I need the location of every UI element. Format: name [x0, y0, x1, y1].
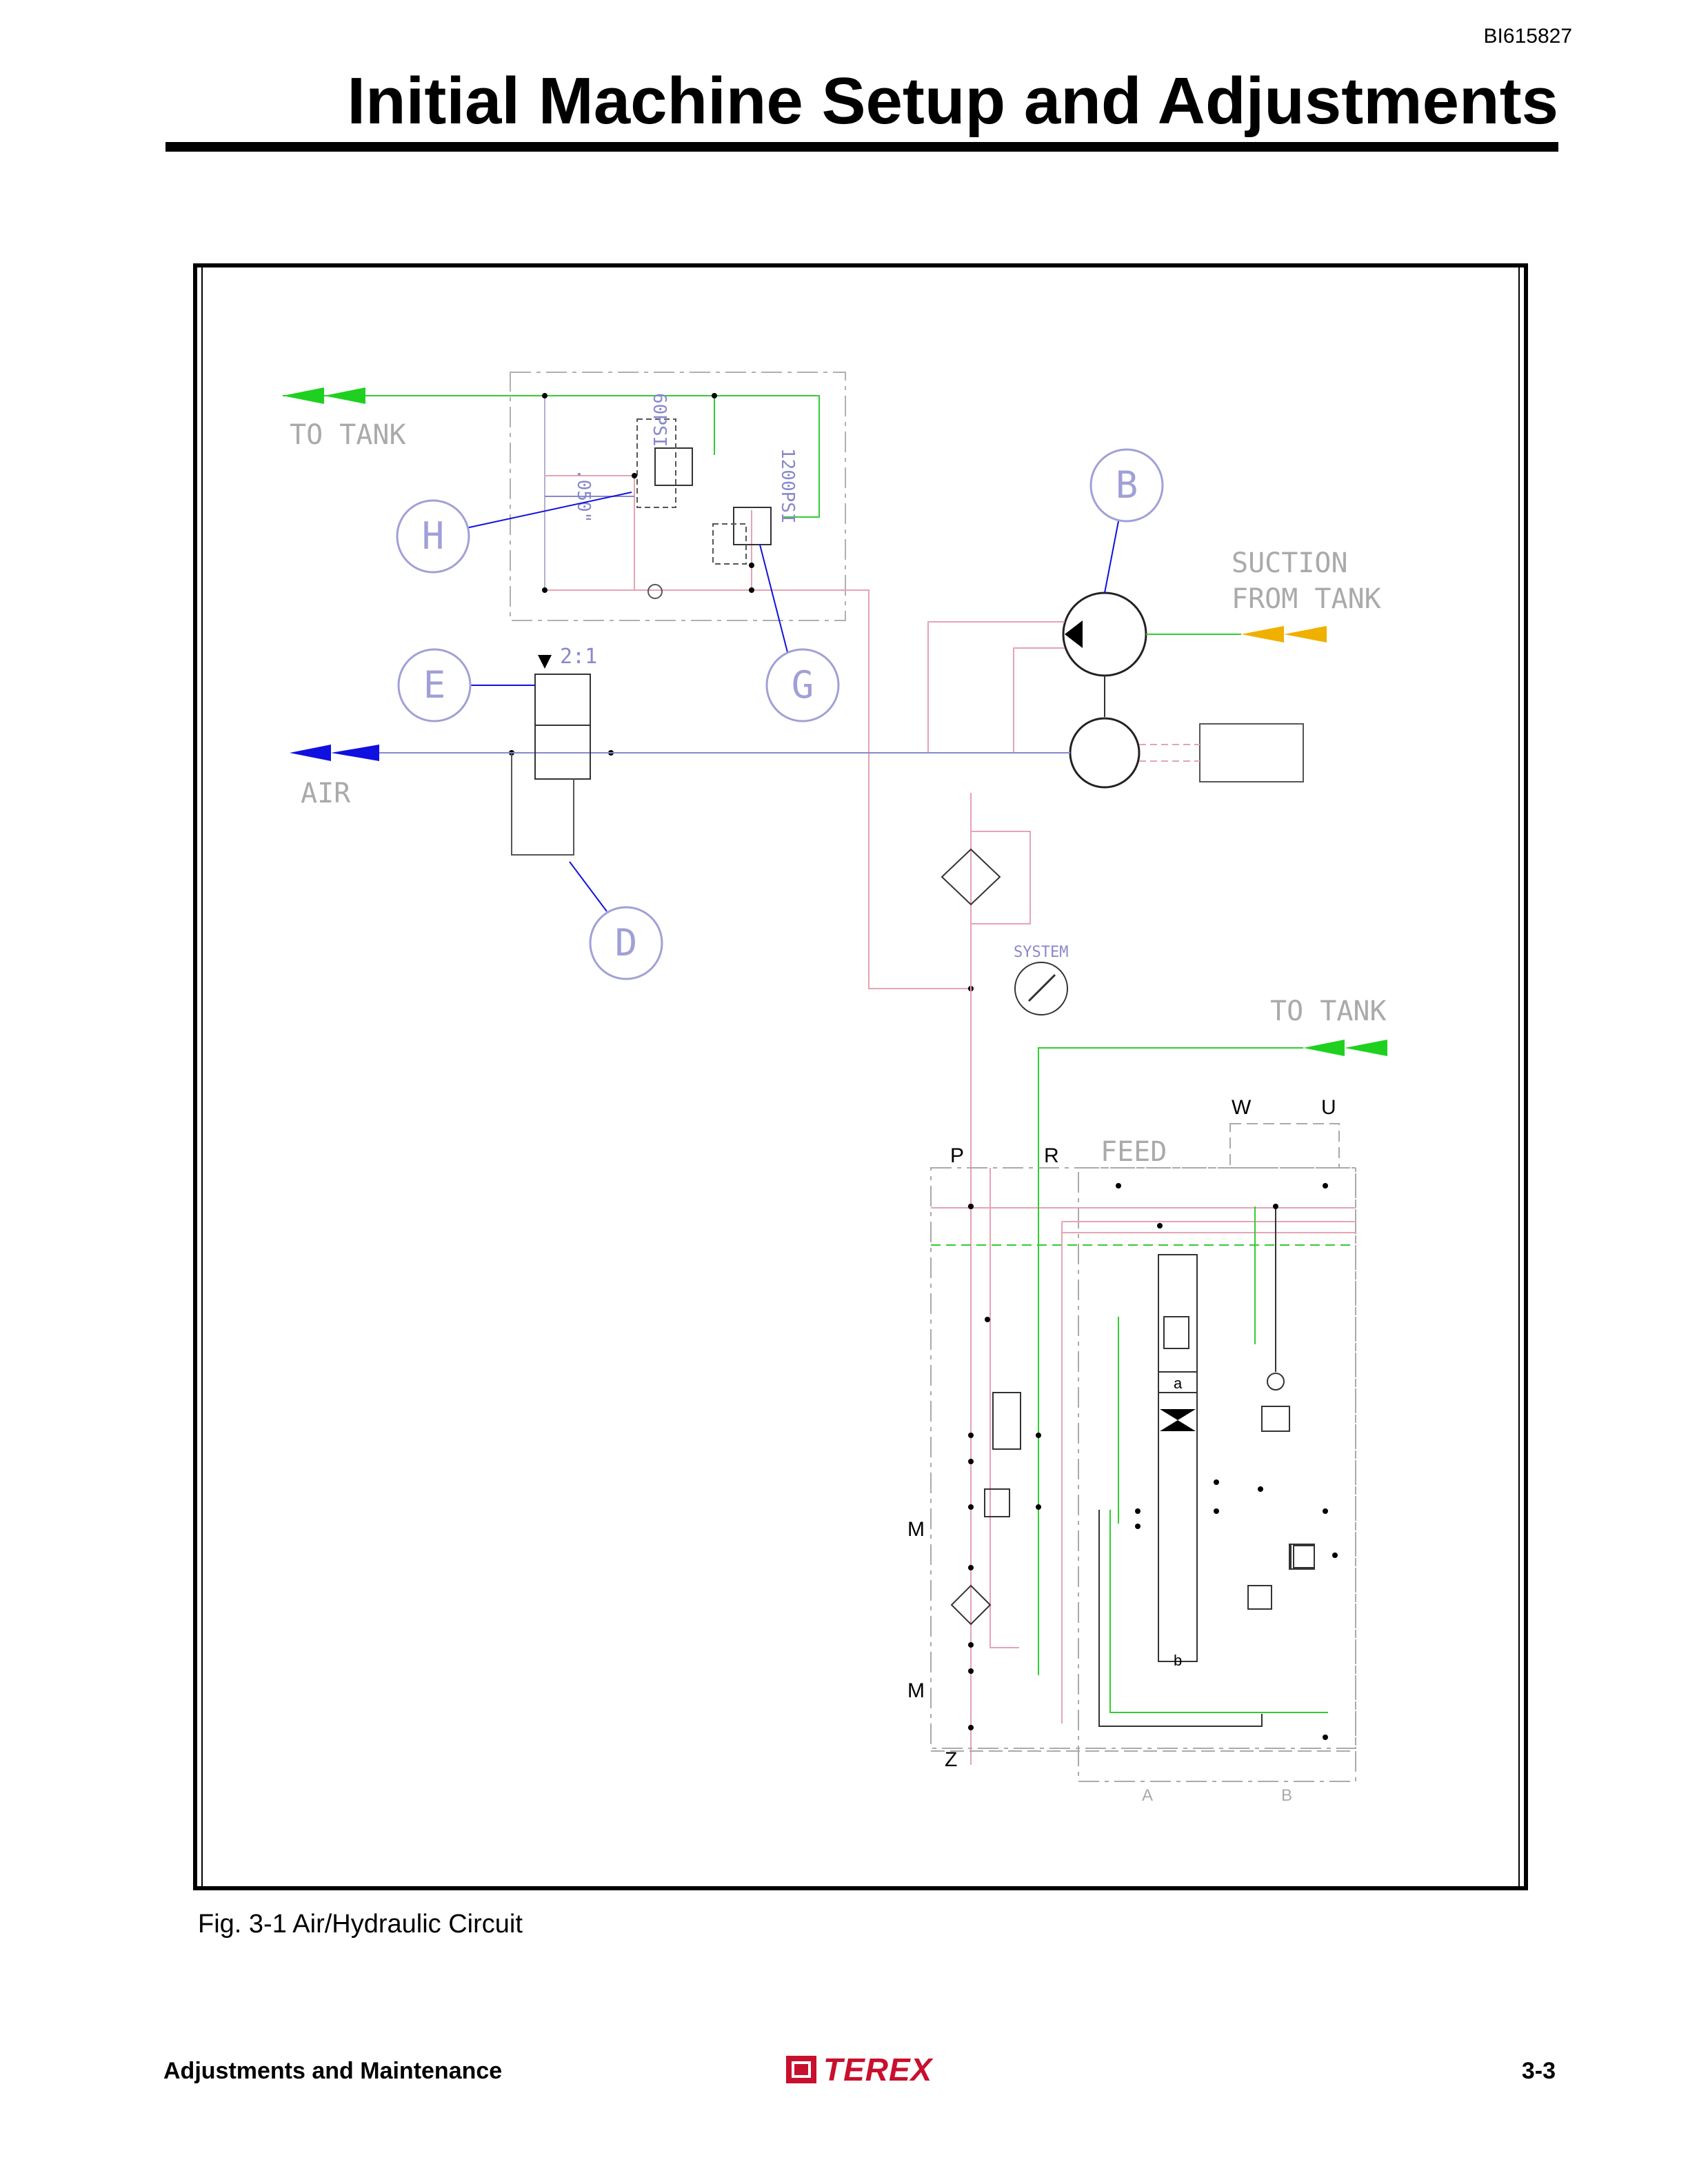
callout-b-label: B: [1116, 463, 1138, 507]
return-filter: [950, 1584, 992, 1626]
air-pilot-valve: [534, 674, 591, 780]
page-title: Initial Machine Setup and Adjustments: [347, 64, 1558, 138]
callout-g: [765, 648, 840, 722]
orifice-label: .050": [573, 469, 594, 523]
port-w-label: W: [1232, 1096, 1252, 1119]
footer-section-title: Adjustments and Maintenance: [163, 2058, 503, 2084]
tank-return-line-top: [283, 395, 820, 518]
port-m-label-2: M: [907, 1679, 925, 1702]
callout-e: [397, 648, 472, 722]
terex-logo-icon: [786, 2056, 816, 2083]
callout-h: [396, 499, 470, 574]
from-tank-label: FROM TANK: [1232, 583, 1381, 615]
valve-block-housing: [510, 372, 846, 621]
callout-g-label: G: [792, 663, 814, 707]
to-tank-label-right: TO TANK: [1270, 995, 1387, 1027]
air-label: AIR: [301, 778, 351, 809]
port-b-label: B: [1281, 1786, 1292, 1805]
feed-label: FEED: [1101, 1136, 1167, 1168]
psi-1200-label: 1200PSI: [777, 448, 798, 524]
ratio-label: 2:1: [560, 645, 597, 669]
control-valve-block: [930, 1167, 1356, 1749]
terex-logo: TEREX: [786, 2052, 932, 2087]
system-label: SYSTEM: [1014, 944, 1068, 961]
relief-valve-60psi: [654, 447, 693, 486]
port-r-label: R: [1044, 1144, 1059, 1167]
document-id: BI615827: [1483, 25, 1572, 48]
suction-label: SUCTION: [1232, 547, 1348, 579]
air-motor: [1069, 717, 1141, 789]
system-pressure-gauge: [1014, 962, 1068, 1015]
port-a-label: A: [1142, 1786, 1153, 1805]
hydraulic-filter: [941, 848, 1001, 906]
callout-d-label: D: [615, 921, 638, 964]
figure-frame: [193, 263, 1528, 1890]
page-number: 3-3: [1521, 2058, 1556, 2084]
callout-d: [589, 906, 663, 980]
port-m-label-1: M: [907, 1518, 925, 1541]
port-u-label: U: [1321, 1096, 1336, 1119]
title-rule: [165, 142, 1558, 152]
callout-h-label: H: [422, 514, 445, 558]
directional-control-spool: [1158, 1254, 1198, 1393]
figure-caption: Fig. 3-1 Air/Hydraulic Circuit: [198, 1910, 523, 1939]
callout-b: [1089, 448, 1164, 523]
terex-logo-text: TEREX: [823, 2052, 933, 2087]
spool-b-label: b: [1174, 1652, 1182, 1669]
spool-a-label: a: [1174, 1375, 1183, 1392]
air-muffler: [1199, 723, 1304, 782]
callout-e-label: E: [423, 663, 446, 707]
psi-60-label: 60PSI: [649, 393, 670, 447]
port-z-label: Z: [945, 1748, 957, 1771]
port-p-label: P: [950, 1144, 964, 1167]
to-tank-label-top: TO TANK: [290, 419, 406, 451]
relief-valve-1200psi: [733, 507, 772, 545]
